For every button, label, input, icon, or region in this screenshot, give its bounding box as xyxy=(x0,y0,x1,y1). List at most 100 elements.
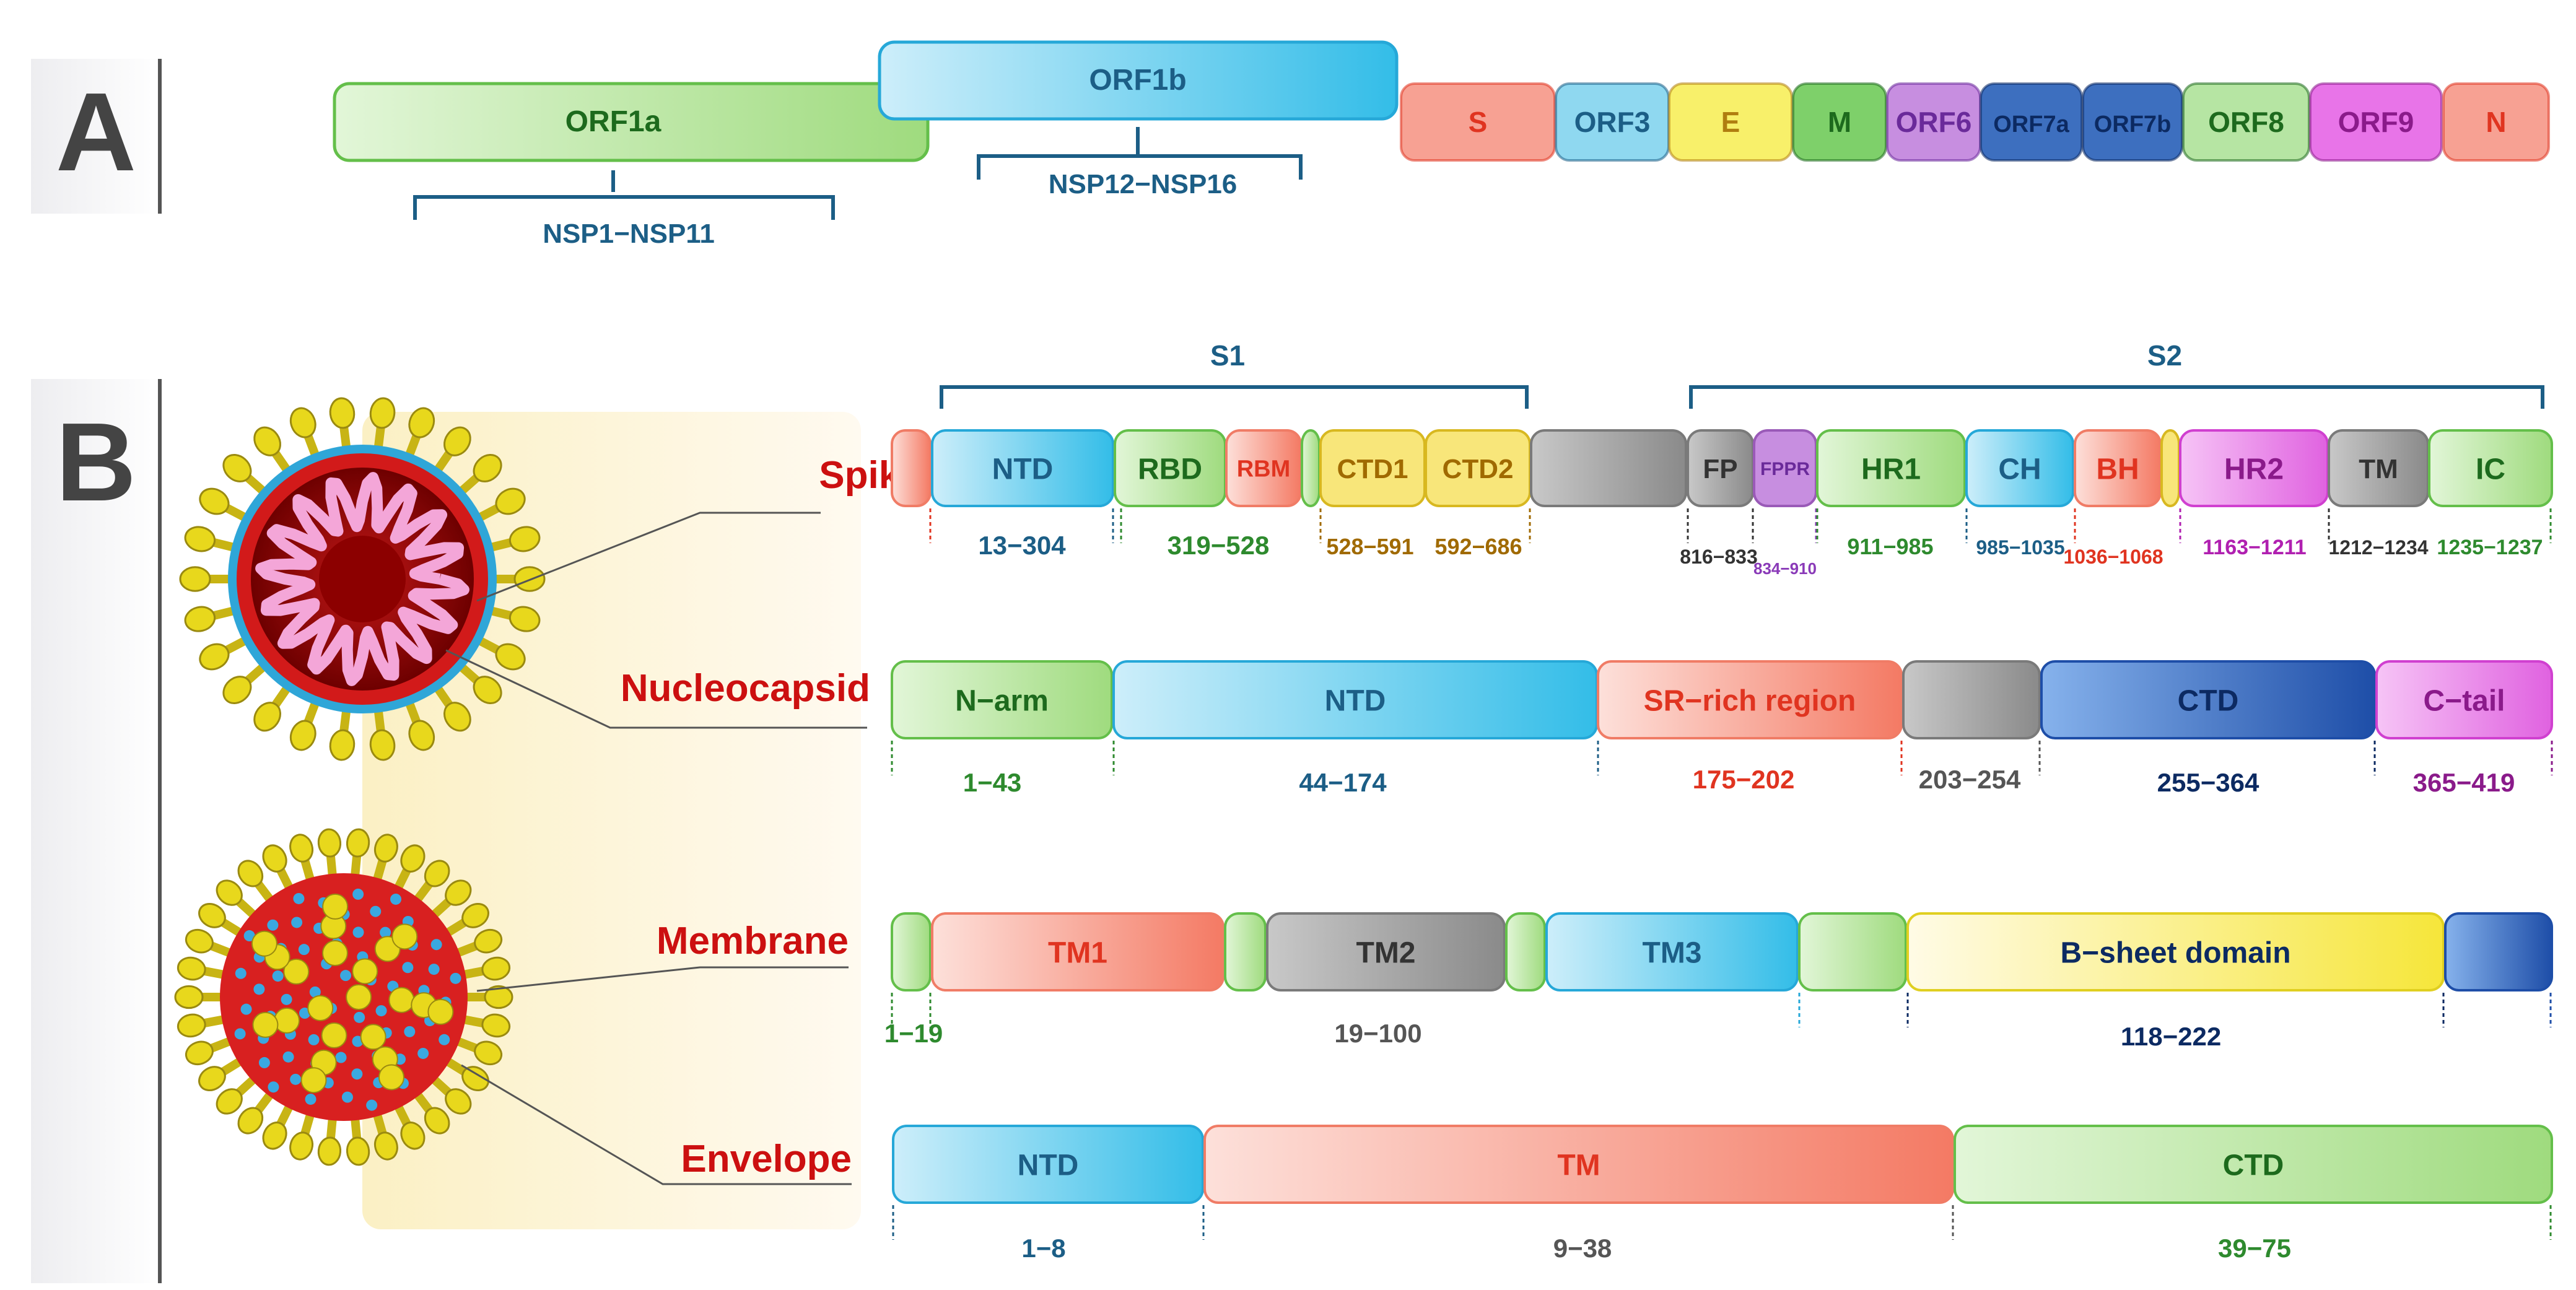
spike-range-label: 911−985 xyxy=(1847,534,1933,559)
spike-range-label: 13−304 xyxy=(978,531,1066,560)
membrane-domain-label: TM2 xyxy=(1356,936,1416,969)
spike-range-label: 1212−1234 xyxy=(2328,536,2428,559)
envelope-segment xyxy=(1954,1125,2553,1204)
nsp12-16-bracket xyxy=(977,127,1303,180)
panel-b-divider xyxy=(158,379,162,1283)
nucleocapsid-range-label: 255−364 xyxy=(2157,768,2259,797)
gene-box-n xyxy=(2442,82,2550,162)
spike-domain-label: RBM xyxy=(1237,456,1291,482)
membrane-segment xyxy=(891,912,932,991)
nucleocapsid-range-label: 365−419 xyxy=(2413,768,2515,797)
gene-label-e: E xyxy=(1721,106,1740,138)
spike-segment xyxy=(1965,429,2074,507)
nucleocapsid-domain-label: C−tail xyxy=(2423,684,2505,717)
spike-segment xyxy=(1301,429,1321,507)
spike-leader-line xyxy=(476,512,821,602)
spike-range-label: 834−910 xyxy=(1753,559,1817,578)
membrane-segment xyxy=(2444,912,2553,991)
spike-domain-label: TM xyxy=(2359,454,2398,484)
membrane-range-label: 118−222 xyxy=(2121,1022,2221,1051)
s1-label: S1 xyxy=(1210,339,1245,372)
spike-range-label: 1235−1237 xyxy=(2437,536,2543,559)
nsp12-16-label: NSP12−NSP16 xyxy=(1049,169,1238,199)
s1-bracket xyxy=(940,385,1529,409)
envelope-range-label: 39−75 xyxy=(2218,1234,2291,1263)
membrane-segment xyxy=(1545,912,1799,991)
gene-label-orf7a: ORF7a xyxy=(1993,111,2069,137)
envelope-leader-line xyxy=(461,1064,852,1185)
membrane-segment xyxy=(931,912,1225,991)
envelope-range-label: 9−38 xyxy=(1553,1234,1612,1263)
nucleocapsid-segment xyxy=(1597,660,1903,739)
nucleocapsid-segment xyxy=(2375,660,2553,739)
orf1b-box xyxy=(878,40,1399,121)
membrane-segment xyxy=(1224,912,1267,991)
nucleocapsid-range-label: 1−43 xyxy=(963,768,1022,797)
nucleocapsid-range-label: 44−174 xyxy=(1299,768,1387,797)
nucleocapsid-range-label: 203−254 xyxy=(1919,765,2021,794)
spike-domain-label: CTD1 xyxy=(1337,454,1408,484)
spike-range-label: 1163−1211 xyxy=(2203,536,2306,559)
gene-label-orf3: ORF3 xyxy=(1574,106,1651,138)
membrane-range-label: 1−19 xyxy=(884,1019,943,1048)
membrane-domain-label: TM3 xyxy=(1643,936,1702,969)
spike-range-label: 1036−1068 xyxy=(2063,546,2163,568)
orf1a-label: ORF1a xyxy=(565,105,661,138)
gene-label-n: N xyxy=(2486,106,2506,138)
gene-label-orf8: ORF8 xyxy=(2208,106,2284,138)
spike-range-label: 319−528 xyxy=(1168,531,1270,560)
spike-segment xyxy=(2160,429,2180,507)
envelope-domain-label: CTD xyxy=(2223,1149,2284,1182)
spike-range-label: 528−591 xyxy=(1326,534,1413,559)
spike-domain-label: HR2 xyxy=(2224,453,2284,486)
envelope-segment xyxy=(892,1125,1204,1204)
spike-range-label: 985−1035 xyxy=(1976,536,2064,559)
nucleocapsid-domain-label: SR−rich region xyxy=(1644,684,1856,717)
s2-label: S2 xyxy=(2147,339,2182,372)
nucleocapsid-segment xyxy=(2040,660,2376,739)
envelope-range-label: 1−8 xyxy=(1021,1234,1065,1263)
spike-segment xyxy=(2428,429,2553,507)
spike-domain-label: FPPR xyxy=(1760,459,1810,479)
membrane-domain-label: B−sheet domain xyxy=(2060,936,2290,969)
gene-label-orf6: ORF6 xyxy=(1896,106,1972,138)
membrane-segment xyxy=(1505,912,1546,991)
envelope-domain-label: NTD xyxy=(1018,1149,1079,1182)
spike-domain-label: CH xyxy=(1998,453,2041,486)
virus-surface-illustration xyxy=(174,828,513,1166)
panel-a-label-bg xyxy=(31,59,161,214)
envelope-segment xyxy=(1203,1125,1954,1204)
nucleocapsid-segment xyxy=(1902,660,2041,739)
spike-range-label: 592−686 xyxy=(1434,534,1522,559)
envelope-domain-label: TM xyxy=(1557,1149,1600,1182)
membrane-domain-label: TM1 xyxy=(1048,936,1107,969)
nsp1-11-label: NSP1−NSP11 xyxy=(543,219,715,249)
nucleocapsid-domain-label: NTD xyxy=(1325,684,1386,717)
virus-cutaway-illustration xyxy=(179,397,546,761)
spike-domain-label: FP xyxy=(1703,454,1737,484)
spike-domain-label: BH xyxy=(2096,453,2139,486)
nucleocapsid-range-label: 175−202 xyxy=(1693,765,1795,794)
envelope-title: Envelope xyxy=(681,1138,852,1180)
nucleocapsid-domain-label: N−arm xyxy=(955,684,1049,717)
membrane-segment xyxy=(1906,912,2445,991)
spike-segment xyxy=(1816,429,1966,507)
spike-domain-label: RBD xyxy=(1138,453,1202,486)
membrane-segment xyxy=(1798,912,1907,991)
spike-range-label: 816−833 xyxy=(1680,546,1757,568)
spike-domain-label: CTD2 xyxy=(1443,454,1514,484)
nucleocapsid-domain-label: CTD xyxy=(2178,684,2239,717)
membrane-title: Membrane xyxy=(657,920,849,962)
spike-segment xyxy=(931,429,1114,507)
membrane-segment xyxy=(1266,912,1506,991)
nsp1-11-bracket xyxy=(413,170,835,220)
panel-b-label: B xyxy=(56,400,136,525)
gene-box-orf9 xyxy=(2309,82,2443,162)
nucleocapsid-segment xyxy=(891,660,1113,739)
spike-domain-label: HR1 xyxy=(1861,453,1921,486)
nucleocapsid-domain-track: N−arm NTD SR−rich region CTD C−tail 1−43 44−17… xyxy=(891,660,2553,797)
